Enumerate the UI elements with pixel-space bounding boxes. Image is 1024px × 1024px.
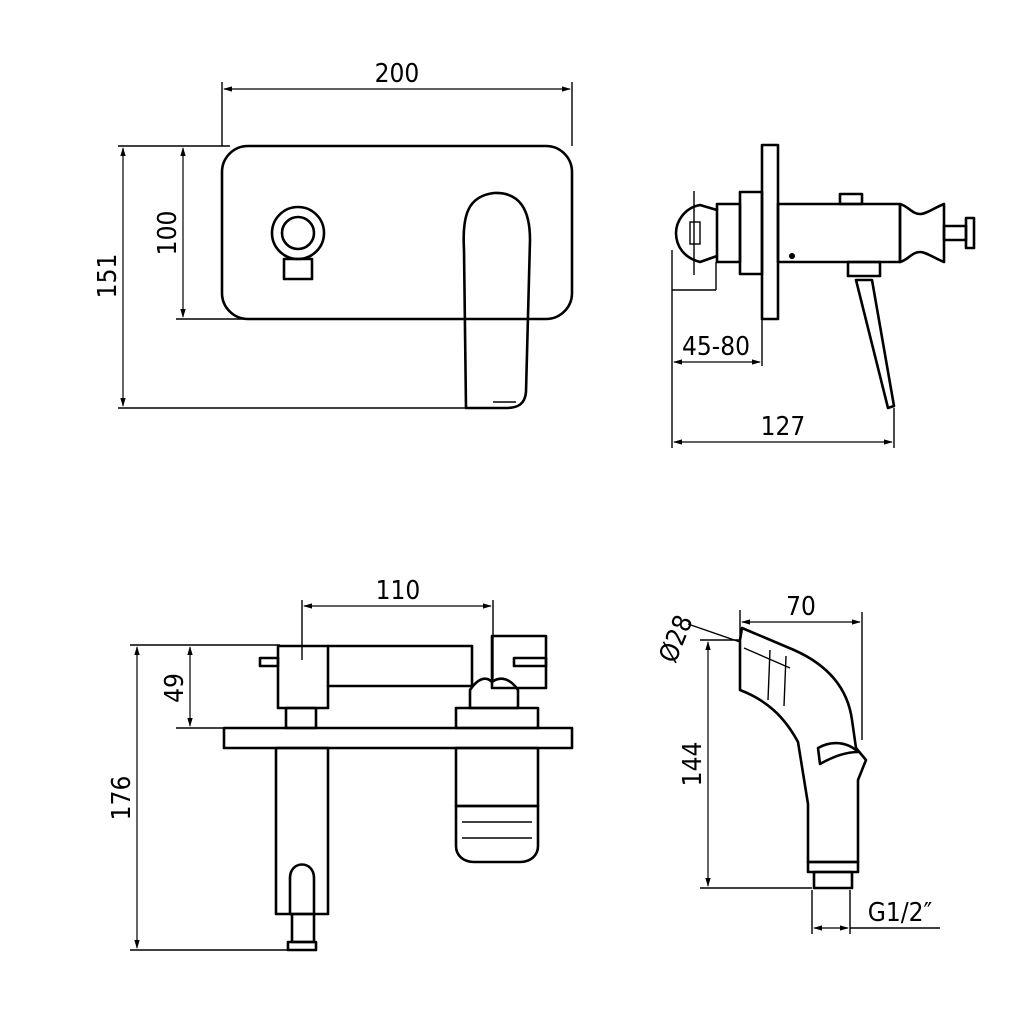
front-plate (220, 144, 574, 321)
dim-label-thread: G1/2″ (868, 898, 933, 928)
hose-holder (274, 746, 330, 916)
side-lever (854, 278, 896, 410)
dim-label-110: 110 (376, 576, 421, 606)
hand-spray-view: 70 144 Ø28 G1/2″ (654, 592, 940, 934)
side-view: 45-80 127 (671, 143, 976, 448)
spray-head (738, 626, 868, 864)
dim-label-100: 100 (153, 211, 183, 256)
wall-plate (760, 143, 780, 321)
dim-label-45-80: 45-80 (682, 332, 750, 362)
dim-label-127: 127 (761, 412, 806, 442)
mount-plate (222, 726, 574, 750)
dim-label-diameter-28: Ø28 (654, 611, 700, 667)
dim-label-144: 144 (678, 742, 708, 787)
dim-label-151: 151 (93, 254, 123, 299)
dim-label-49: 49 (160, 673, 190, 703)
dim-label-70: 70 (786, 592, 816, 622)
valve-cartridge (454, 746, 540, 808)
diverter-knob (270, 205, 326, 281)
valve-body (776, 202, 902, 264)
lever-handle (462, 191, 532, 410)
front-view: 200 100 151 (93, 59, 574, 410)
top-view: 110 49 176 (107, 576, 574, 952)
dim-label-200: 200 (375, 59, 420, 89)
dim-label-176: 176 (107, 776, 137, 821)
